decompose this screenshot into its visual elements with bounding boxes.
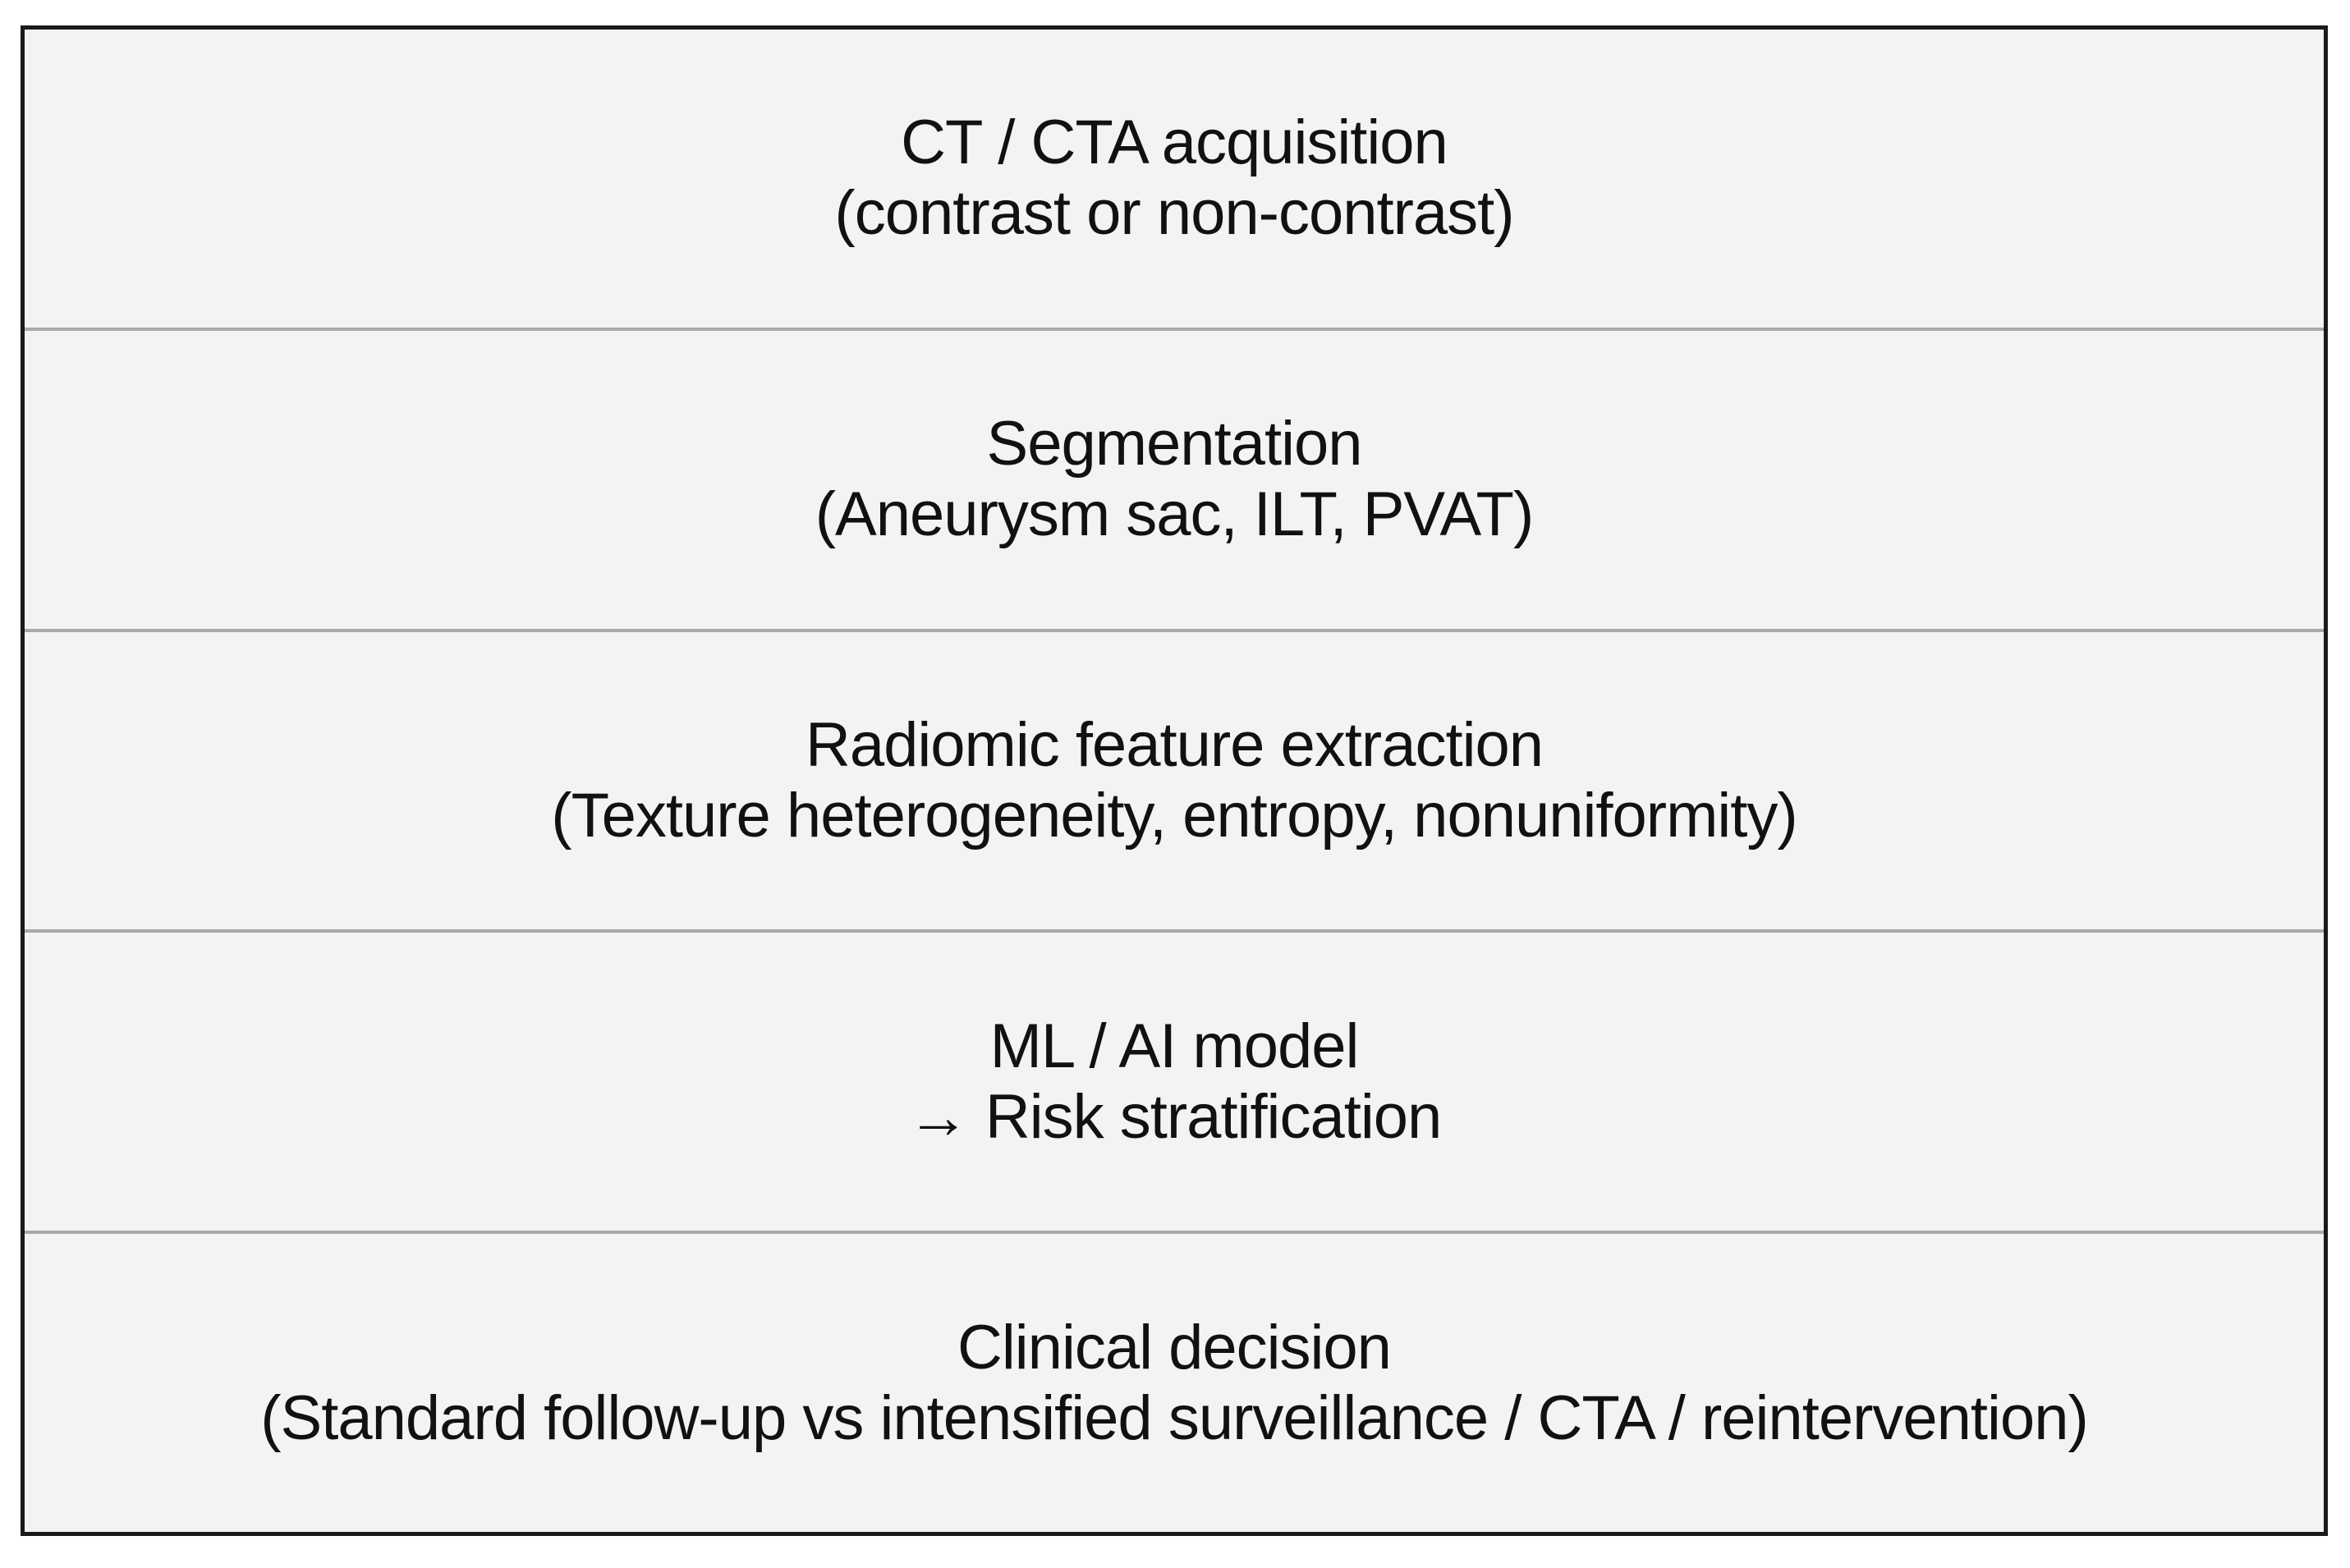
- stage-title: Radiomic feature extraction: [805, 709, 1544, 780]
- stage-title: CT / CTA acquisition: [901, 108, 1448, 178]
- stage-ml-model: ML / AI model → Risk stratification: [25, 933, 2324, 1235]
- stage-segmentation: Segmentation (Aneurysm sac, ILT, PVAT): [25, 330, 2324, 632]
- workflow-diagram: CT / CTA acquisition (contrast or non-co…: [21, 25, 2328, 1536]
- stage-title: Segmentation: [986, 409, 1363, 479]
- stage-radiomic-extraction: Radiomic feature extraction (Texture het…: [25, 631, 2324, 933]
- stage-clinical-decision: Clinical decision (Standard follow-up vs…: [25, 1234, 2324, 1532]
- stage-detail: → Risk stratification: [906, 1081, 1442, 1152]
- stage-title: Clinical decision: [957, 1312, 1392, 1382]
- stage-detail: (Aneurysm sac, ILT, PVAT): [815, 479, 1535, 550]
- stage-detail: (Texture heterogeneity, entropy, nonunif…: [551, 780, 1797, 850]
- stage-ct-acquisition: CT / CTA acquisition (contrast or non-co…: [25, 30, 2324, 331]
- stage-detail: (contrast or non-contrast): [834, 178, 1514, 249]
- stage-title: ML / AI model: [989, 1011, 1360, 1081]
- stage-detail: (Standard follow-up vs intensified surve…: [260, 1382, 2089, 1453]
